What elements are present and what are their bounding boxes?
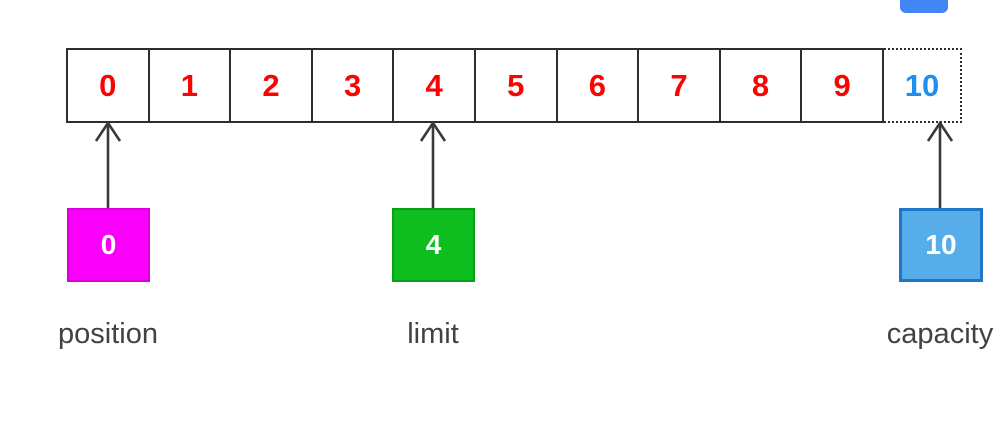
pointer-value-box-limit: 4 [392,208,475,282]
buffer-cell: 0 [68,50,150,121]
pointer-label-capacity: capacity [886,318,994,350]
pointer-label-limit: limit [407,318,459,350]
buffer-cell: 5 [475,50,558,121]
up-arrow-icon [92,120,124,210]
buffer-cell: 8 [720,50,803,121]
pointer-value-box-capacity: 10 [899,208,983,282]
buffer-cell: 2 [231,50,313,121]
buffer-cell-capacity: 10 [884,48,962,123]
buffer-cell: 9 [802,50,882,121]
up-arrow-icon [924,120,956,210]
buffer-cell: 1 [149,50,232,121]
buffer-cell: 3 [312,50,395,121]
buffer-cell: 4 [394,50,476,121]
buffer-cell: 6 [557,50,640,121]
buffer-cell: 7 [639,50,721,121]
pointer-value-box-position: 0 [67,208,150,282]
pointer-label-position: position [58,318,158,350]
up-arrow-icon [417,120,449,210]
blue-button-fragment[interactable] [900,0,948,13]
